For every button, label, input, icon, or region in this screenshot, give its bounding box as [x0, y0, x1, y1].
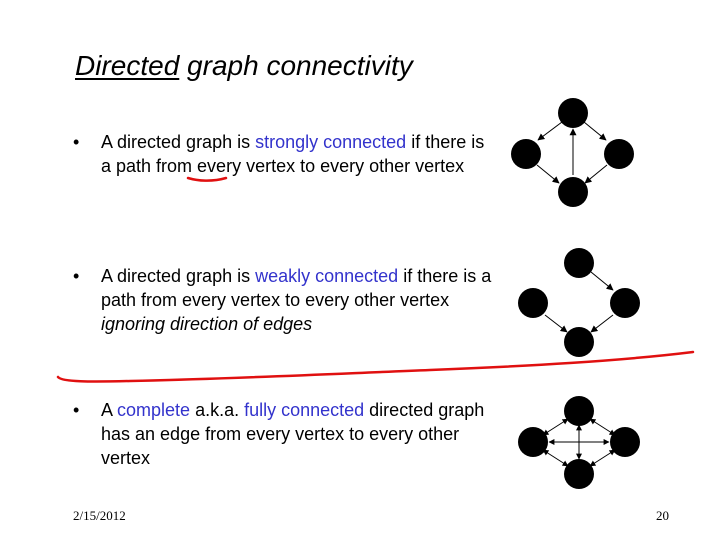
slide-number: 20: [656, 508, 669, 523]
bullet-dot: •: [73, 400, 80, 420]
text-span: A: [101, 400, 118, 420]
term-weakly-connected: weakly connected: [255, 266, 399, 286]
strongly-connected-graph: [511, 98, 634, 207]
vertex-node: [604, 139, 634, 169]
bullet-dot: •: [73, 266, 80, 286]
bullet-complete: • A complete a.k.a. fully connected dire…: [73, 398, 493, 470]
term-strongly-connected: strongly connected: [255, 132, 407, 152]
term-complete: complete: [117, 400, 191, 420]
vertex-node: [564, 396, 594, 426]
bullet-text: A directed graph is strongly connected i…: [101, 130, 493, 178]
footer-date: 2/15/2012: [73, 508, 126, 523]
vertex-node: [564, 459, 594, 489]
bullet-strongly-connected: • A directed graph is strongly connected…: [73, 130, 493, 178]
vertex-node: [610, 288, 640, 318]
title-emphasis: Directed: [75, 50, 180, 81]
term-fully-connected: fully connected: [244, 400, 365, 420]
slide-title: Directed graph connectivity: [75, 50, 413, 82]
edge-arrow: [544, 314, 568, 333]
bullet-weakly-connected: • A directed graph is weakly connected i…: [73, 264, 493, 336]
edge-arrow: [589, 449, 616, 467]
text-span: if there is a path from every vertex to …: [101, 132, 485, 176]
vertex-node: [564, 327, 594, 357]
title-rest: graph connectivity: [179, 50, 413, 81]
complete-graph: [518, 396, 640, 489]
weakly-connected-graph: [518, 248, 640, 357]
edge-arrow: [536, 164, 560, 184]
edge-arrow: [589, 418, 616, 436]
edge-arrow: [590, 314, 614, 333]
vertex-node: [558, 177, 588, 207]
edge-arrow: [537, 121, 563, 141]
edge-arrow: [590, 271, 614, 291]
vertex-node: [511, 139, 541, 169]
vertex-node: [564, 248, 594, 278]
vertex-node: [518, 427, 548, 457]
edge-arrow: [542, 449, 569, 467]
text-span: directed graph has an edge from every ve…: [101, 400, 485, 468]
vertex-node: [610, 427, 640, 457]
path-underline-mark: [186, 176, 228, 182]
text-span: A directed graph is: [101, 132, 256, 152]
bullet-text: A complete a.k.a. fully connected direct…: [101, 398, 493, 470]
text-span: a.k.a.: [190, 400, 245, 420]
bullet-text: A directed graph is weakly connected if …: [101, 264, 493, 336]
edge-arrow: [584, 164, 608, 184]
text-span: if there is a path from every vertex to …: [101, 266, 492, 310]
text-ignoring-direction: ignoring direction of edges: [101, 314, 313, 334]
vertex-node: [518, 288, 548, 318]
edge-arrow: [583, 121, 607, 141]
vertex-node: [558, 98, 588, 128]
text-span: A directed graph is: [101, 266, 256, 286]
bullet-dot: •: [73, 132, 80, 152]
edge-arrow: [542, 418, 569, 436]
